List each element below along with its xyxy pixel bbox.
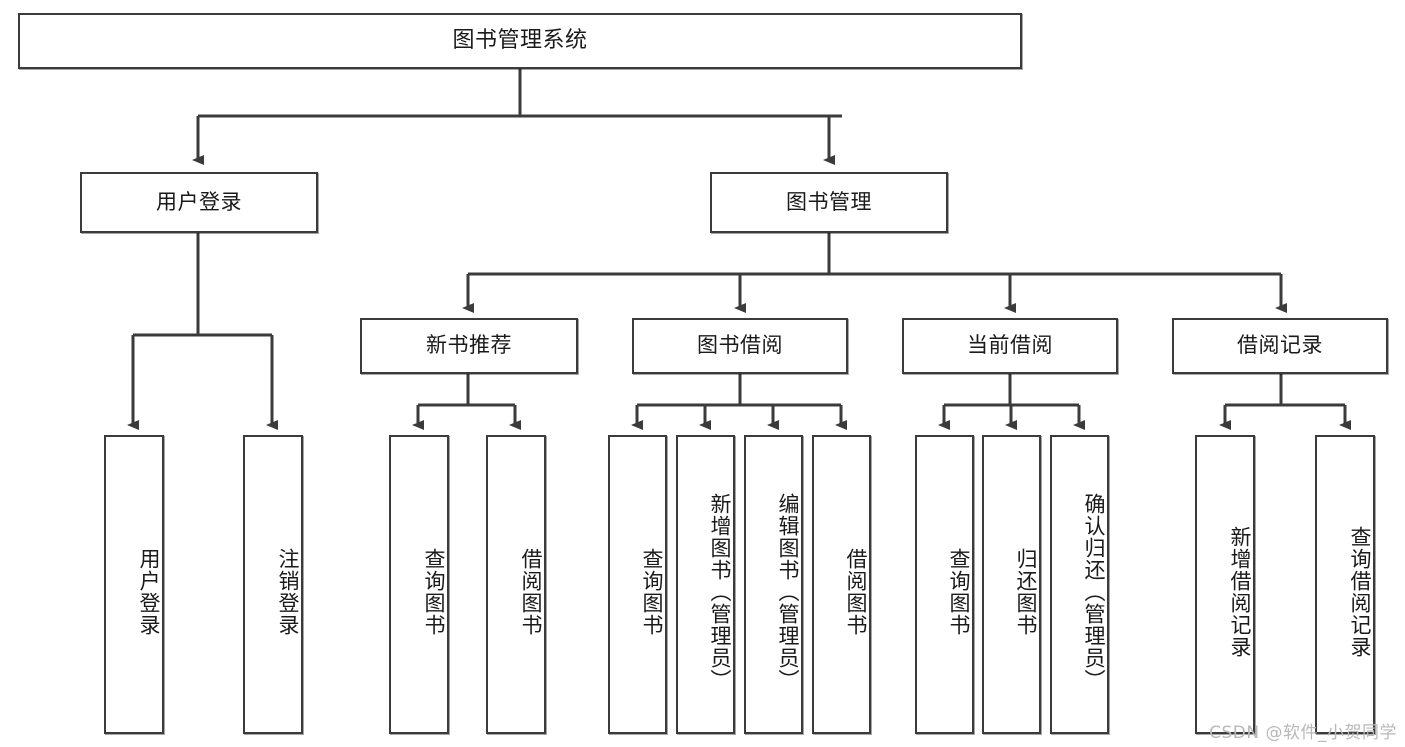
node-new-book-recommend-label: 新书推荐 [426, 333, 512, 358]
leaf-book-borrow-query[interactable]: 查询图书 [608, 435, 667, 734]
node-book-management[interactable]: 图书管理 [710, 172, 948, 233]
leaf-book-borrow-borrow-label: 借阅图书 [844, 547, 868, 636]
leaf-borrow-record-add[interactable]: 新增借阅记录 [1195, 435, 1255, 734]
node-borrow-record[interactable]: 借阅记录 [1172, 318, 1388, 374]
leaf-user-login-login-label: 用户登录 [137, 547, 161, 636]
leaf-current-borrow-query[interactable]: 查询图书 [915, 435, 974, 734]
leaf-new-book-borrow[interactable]: 借阅图书 [486, 435, 546, 734]
node-book-borrow[interactable]: 图书借阅 [632, 318, 848, 374]
node-user-login-label: 用户登录 [156, 189, 242, 214]
leaf-book-borrow-edit[interactable]: 编辑图书（管理员） [744, 435, 803, 734]
node-new-book-recommend[interactable]: 新书推荐 [360, 318, 578, 374]
node-borrow-record-label: 借阅记录 [1237, 333, 1323, 358]
leaf-current-borrow-return-label: 归还图书 [1014, 547, 1038, 636]
leaf-book-borrow-borrow[interactable]: 借阅图书 [812, 435, 871, 734]
leaf-current-borrow-return[interactable]: 归还图书 [982, 435, 1041, 734]
leaf-borrow-record-add-label: 新增借阅记录 [1228, 525, 1252, 658]
leaf-current-borrow-query-label: 查询图书 [947, 547, 971, 636]
node-book-borrow-label: 图书借阅 [697, 333, 783, 358]
node-root-system[interactable]: 图书管理系统 [18, 13, 1022, 69]
leaf-book-borrow-query-label: 查询图书 [640, 547, 664, 636]
node-current-borrow-label: 当前借阅 [967, 333, 1053, 358]
leaf-new-book-borrow-label: 借阅图书 [519, 547, 543, 636]
leaf-borrow-record-query[interactable]: 查询借阅记录 [1315, 435, 1375, 734]
leaf-new-book-query-label: 查询图书 [422, 547, 446, 636]
leaf-user-login-logout[interactable]: 注销登录 [243, 435, 303, 734]
node-current-borrow[interactable]: 当前借阅 [902, 318, 1118, 374]
node-book-management-label: 图书管理 [786, 189, 872, 214]
csdn-watermark: CSDN @软件_小贺同学 [1209, 723, 1397, 743]
leaf-current-borrow-confirm-return-label: 确认归还（管理员） [1082, 492, 1106, 691]
node-user-login[interactable]: 用户登录 [80, 172, 318, 233]
leaf-new-book-query[interactable]: 查询图书 [389, 435, 449, 734]
leaf-borrow-record-query-label: 查询借阅记录 [1348, 525, 1372, 658]
leaf-user-login-logout-label: 注销登录 [276, 547, 300, 636]
leaf-book-borrow-edit-label: 编辑图书（管理员） [776, 492, 800, 691]
leaf-book-borrow-add[interactable]: 新增图书（管理员） [676, 435, 735, 734]
node-root-system-label: 图书管理系统 [452, 27, 588, 53]
leaf-current-borrow-confirm-return[interactable]: 确认归还（管理员） [1050, 435, 1109, 734]
leaf-book-borrow-add-label: 新增图书（管理员） [708, 492, 732, 691]
leaf-user-login-login[interactable]: 用户登录 [104, 435, 164, 734]
